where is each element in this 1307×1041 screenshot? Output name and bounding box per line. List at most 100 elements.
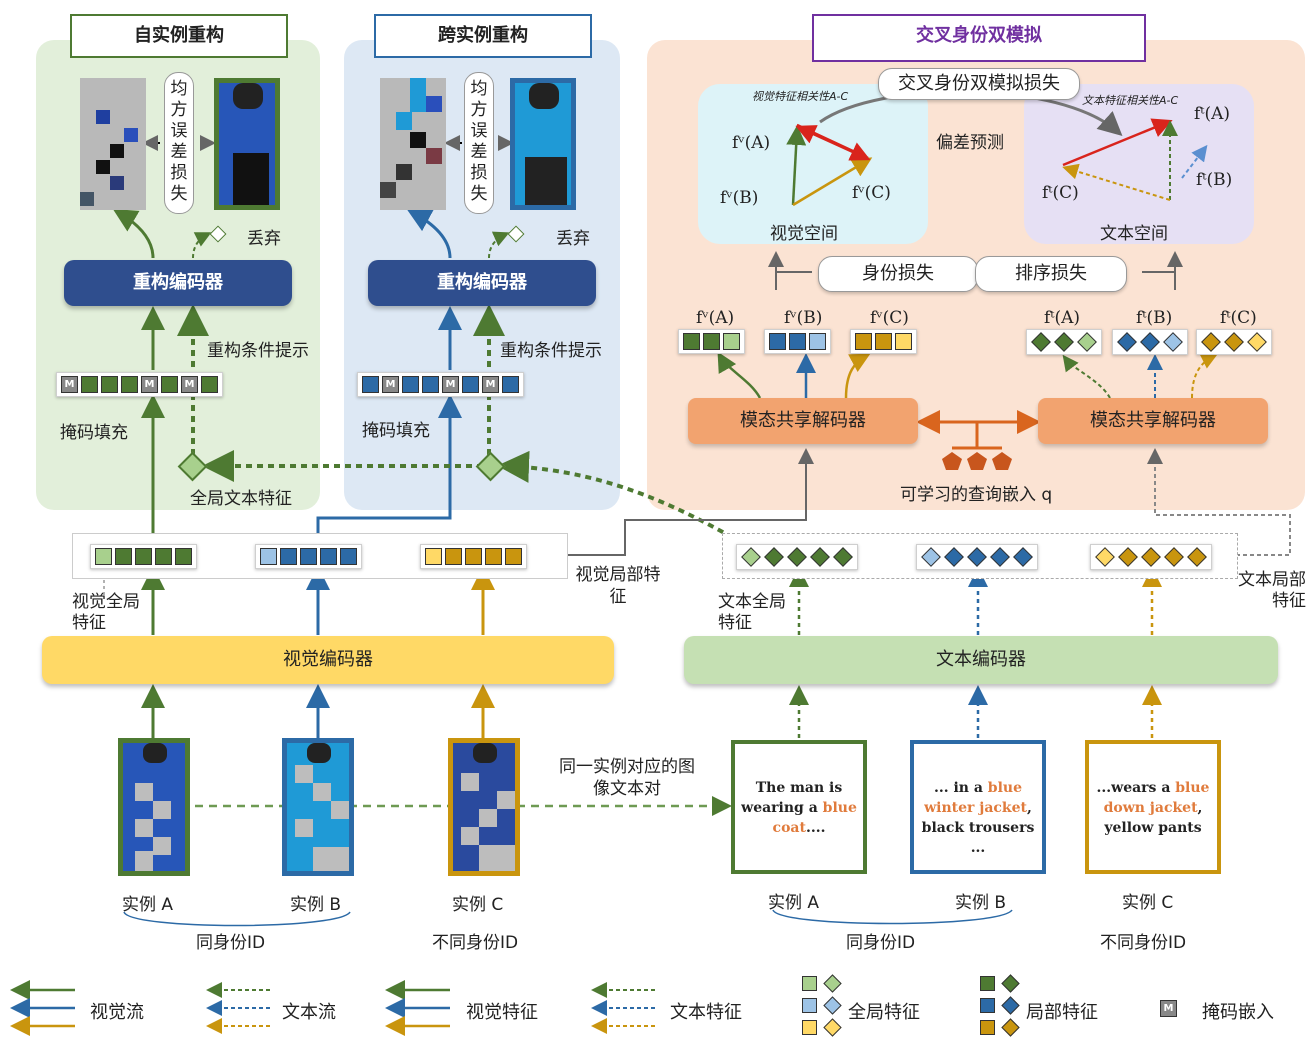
text-feature-b (916, 544, 1038, 570)
legend-global-swatches (802, 974, 846, 1037)
cross-recon-title: 跨实例重构 (374, 14, 592, 58)
text-a-post: .... (805, 820, 826, 836)
mask-token: M (181, 376, 198, 393)
fv-b-space: fᵛ(B) (720, 188, 759, 208)
recon-encoder-self: 重构编码器 (64, 260, 292, 306)
legend-text-feature: 文本特征 (670, 1002, 742, 1023)
fv-c-label: fᵛ(C) (870, 308, 909, 328)
text-local-label: 文本局部特征 (1238, 570, 1306, 611)
recon-image-a (214, 78, 280, 210)
fv-b-seq (764, 329, 831, 354)
fv-a-space: fᵛ(A) (732, 133, 771, 153)
visual-feature-a (90, 544, 197, 569)
instance-img-b: 实例 B (290, 895, 342, 915)
input-image-b (282, 738, 354, 876)
text-feature-a (736, 544, 858, 570)
instance-txt-b: 实例 B (955, 893, 1007, 913)
text-c-pre: ...wears a (1096, 780, 1176, 796)
legend-mask-embed: 掩码嵌入 (1202, 1002, 1274, 1023)
mask-token: M (442, 376, 459, 393)
fv-c-seq (850, 329, 917, 354)
mask-token: M (382, 376, 399, 393)
text-corr-label: 文本特征相关性A-C (1082, 94, 1179, 107)
visual-global-label: 视觉全局特征 (72, 592, 140, 633)
mask-token: M (141, 376, 158, 393)
input-image-a (118, 738, 190, 876)
global-text-feature-label: 全局文本特征 (190, 489, 292, 509)
legend-text-flow: 文本流 (282, 1002, 336, 1023)
text-card-b: ... in a blue winter jacket, black trous… (910, 740, 1046, 874)
ft-b-label: fᵗ(B) (1136, 308, 1173, 328)
legend-local-swatches (980, 974, 1024, 1037)
legend-global-feature: 全局特征 (848, 1002, 920, 1023)
text-b-post: , black trousers ... (921, 800, 1035, 856)
legend-visual-feature: 视觉特征 (466, 1002, 538, 1023)
instance-img-c: 实例 C (452, 895, 504, 915)
shared-decoder-right: 模态共享解码器 (1038, 398, 1268, 444)
bias-pred-label: 偏差预测 (936, 133, 1004, 153)
fv-b-label: fᵛ(B) (784, 308, 823, 328)
ft-a-label: fᵗ(A) (1044, 308, 1081, 328)
masked-image-a (80, 78, 146, 210)
fv-a-seq (678, 329, 745, 354)
same-id-right: 同身份ID (846, 933, 916, 953)
text-a-pre: The man is wearing a (741, 780, 843, 816)
text-c-hl: blue down jacket (1103, 780, 1210, 816)
text-card-c: ...wears a blue down jacket, yellow pant… (1085, 740, 1221, 874)
id-loss-box: 身份损失 (818, 256, 978, 292)
masked-image-b (380, 78, 446, 210)
mask-token: M (482, 376, 499, 393)
fv-a-label: fᵛ(A) (696, 308, 735, 328)
mask-fill-label-cross: 掩码填充 (362, 421, 430, 441)
ft-b-seq (1112, 329, 1188, 355)
text-space-label: 文本空间 (1100, 224, 1168, 244)
instance-txt-c: 实例 C (1122, 893, 1174, 913)
same-id-left: 同身份ID (196, 933, 266, 953)
recon-prompt-self: 重构条件提示 (207, 341, 309, 361)
visual-space-label: 视觉空间 (770, 224, 838, 244)
query-embed-label: 可学习的查询嵌入 q (900, 485, 1053, 505)
visual-feature-c (420, 544, 527, 569)
text-b-pre: ... in a (933, 780, 988, 796)
ft-c-seq (1196, 329, 1272, 355)
mask-token: M (61, 376, 78, 393)
mse-loss-cross: 均方误差损失 (464, 72, 494, 214)
visual-encoder: 视觉编码器 (42, 636, 614, 684)
discard-label-self: 丢弃 (247, 229, 281, 249)
ft-c-space: fᵗ(C) (1042, 183, 1079, 203)
text-global-label: 文本全局特征 (718, 592, 786, 633)
legend-visual-flow: 视觉流 (90, 1002, 144, 1023)
text-c-post: , yellow pants (1104, 800, 1203, 836)
cross-identity-loss: 交叉身份双模拟损失 (878, 68, 1080, 100)
discard-label-cross: 丢弃 (556, 229, 590, 249)
legend-local-feature: 局部特征 (1026, 1002, 1098, 1023)
visual-corr-label: 视觉特征相关性A-C (752, 90, 849, 103)
visual-local-label: 视觉局部特征 (575, 565, 661, 607)
input-image-c (448, 738, 520, 876)
visual-feature-b (255, 544, 362, 569)
instance-txt-a: 实例 A (768, 893, 820, 913)
mse-loss-self: 均方误差损失 (164, 72, 194, 214)
legend-mask-token: M (1160, 1000, 1177, 1017)
ft-a-space: fᵗ(A) (1194, 104, 1231, 124)
text-b-hl: blue winter jacket (924, 780, 1028, 816)
recon-image-b (510, 78, 576, 210)
pair-note: 同一实例对应的图像文本对 (559, 757, 695, 799)
recon-prompt-cross: 重构条件提示 (500, 341, 602, 361)
text-a-hl: blue coat (772, 800, 857, 836)
shared-decoder-left: 模态共享解码器 (688, 398, 918, 444)
rank-loss-box: 排序损失 (975, 256, 1127, 292)
visual-space-panel (698, 84, 928, 244)
recon-encoder-cross: 重构编码器 (368, 260, 596, 306)
ft-c-label: fᵗ(C) (1220, 308, 1257, 328)
cross-identity-title: 交叉身份双模拟 (812, 14, 1146, 62)
ft-b-space: fᵗ(B) (1196, 170, 1233, 190)
instance-img-a: 实例 A (122, 895, 174, 915)
ft-a-seq (1026, 329, 1102, 355)
text-encoder: 文本编码器 (684, 636, 1278, 684)
diff-id-left: 不同身份ID (432, 933, 519, 953)
self-recon-title: 自实例重构 (70, 14, 288, 58)
diff-id-right: 不同身份ID (1100, 933, 1187, 953)
text-card-a: The man is wearing a blue coat.... (731, 740, 867, 874)
